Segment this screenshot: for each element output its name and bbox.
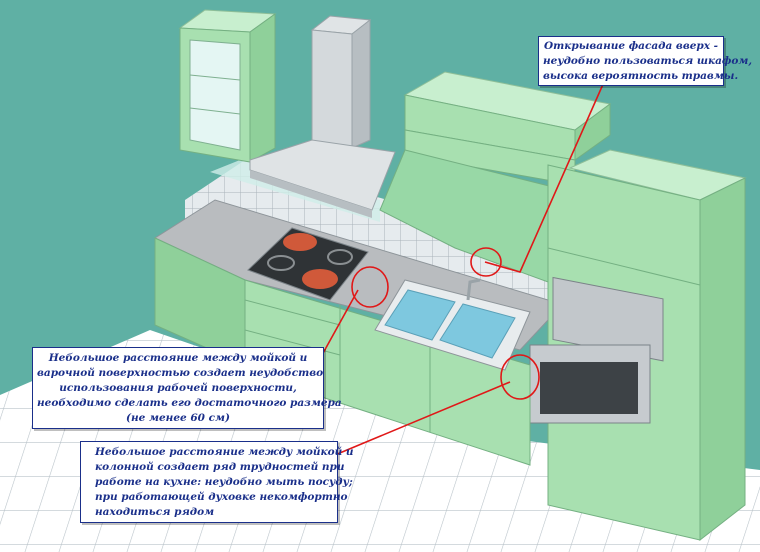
annotation-circle-column-gap [500,354,540,400]
callout-left-line: Небольшое расстояние между мойкой и [48,352,308,364]
cooktop [247,227,369,301]
range-hood [249,15,396,218]
callout-top-line: неудобно пользоваться шкафом, [543,55,753,67]
annotation-line-bottom [334,381,511,456]
backsplash [185,160,548,300]
callout-left-line: необходимо сделать его достаточного разм… [37,397,342,409]
callout-left-line: использования рабочей поверхности, [59,382,297,394]
callout-top-line: высока вероятность травмы. [543,70,739,82]
glass-wall-cabinet [178,9,277,163]
callout-top-line: Открывание фасада вверх - [543,40,719,52]
callout-bottom-line: работе на кухне: неудобно мыть посуду; [95,476,353,488]
callout-top-hood-opening: Открывание фасада вверх - неудобно польз… [538,36,753,86]
callout-left-line: варочной поверхностью создает неудобство [37,367,324,379]
annotation-line-top [484,81,605,273]
callout-left-line: (не менее 60 см) [126,412,230,424]
callout-bottom-line: при работающей духовке некомфортно [95,491,348,503]
callout-bottom-line: Небольшое расстояние между мойкой и [95,446,354,458]
sink [374,278,531,371]
column-cabinet [529,149,747,542]
annotation-line-left [321,289,359,356]
callout-left-sink-cooktop-gap: Небольшое расстояние между мойкой и варо… [32,347,342,429]
annotation-circle-hood-front [470,247,502,277]
callout-bottom-line: колонной создает ряд трудностей при [95,461,345,473]
callout-bottom-line: находиться рядом [95,506,215,518]
annotation-circle-cooktop-gap [351,266,389,308]
base-cabinets [154,237,531,466]
callout-bottom-sink-column-gap: Небольшое расстояние между мойкой и коло… [80,441,354,523]
